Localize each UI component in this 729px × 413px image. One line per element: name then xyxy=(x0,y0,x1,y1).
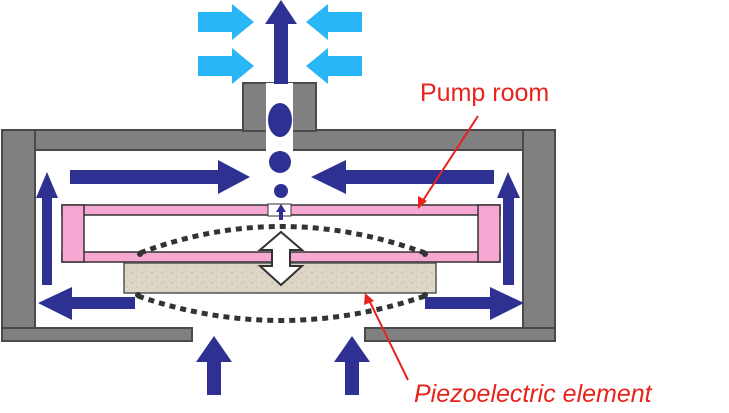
housing xyxy=(1,82,556,342)
vibration-upper-curve xyxy=(139,224,426,256)
flow-arrows xyxy=(36,0,524,395)
intake-arrow-bottom-left xyxy=(198,48,254,84)
housing-left-wall xyxy=(1,129,36,331)
housing-right-wall xyxy=(522,129,556,331)
flow-arrow-top-right xyxy=(311,160,494,194)
flow-arrow-bottom-right xyxy=(425,287,524,320)
flow-arrow-exhaust xyxy=(265,0,297,84)
callout-arrowhead-pump-room xyxy=(418,196,427,209)
flow-arrow-bottom-left xyxy=(38,287,135,320)
callout-line-pump-room xyxy=(419,115,479,206)
callout-arrowhead-piezo xyxy=(364,293,374,305)
air-bubble xyxy=(274,184,288,198)
air-bubbles xyxy=(268,103,292,198)
callouts xyxy=(364,115,479,381)
intake-arrow-top-left xyxy=(198,4,254,40)
vibration-nodes xyxy=(135,251,428,298)
flow-arrow-intake-left xyxy=(196,336,232,395)
flow-arrow-intake-right xyxy=(334,336,370,395)
flow-arrow-right-up xyxy=(497,172,520,285)
flow-arrow-left-up xyxy=(36,172,58,285)
intake-arrow-top-right xyxy=(306,4,362,40)
callout-line-piezo xyxy=(367,297,409,381)
pump-room-label: Pump room xyxy=(420,79,549,107)
flow-arrow-top-left xyxy=(70,160,250,194)
chamber-right-side xyxy=(477,204,501,263)
housing-bottom-left xyxy=(1,327,193,342)
displacement-arrow xyxy=(257,230,305,287)
outlet-flow-arrow xyxy=(276,204,286,220)
air-bubble xyxy=(268,103,292,137)
intake-arrow-bottom-right xyxy=(306,48,362,84)
vibration-outline xyxy=(137,224,426,323)
intake-arrows xyxy=(198,4,362,84)
chamber-left-side xyxy=(61,204,85,263)
air-bubble xyxy=(269,151,291,173)
vibration-lower-curve xyxy=(137,293,426,323)
piezoelectric-element-label: Piezoelectric element xyxy=(414,380,653,408)
housing-bottom-right xyxy=(364,327,556,342)
